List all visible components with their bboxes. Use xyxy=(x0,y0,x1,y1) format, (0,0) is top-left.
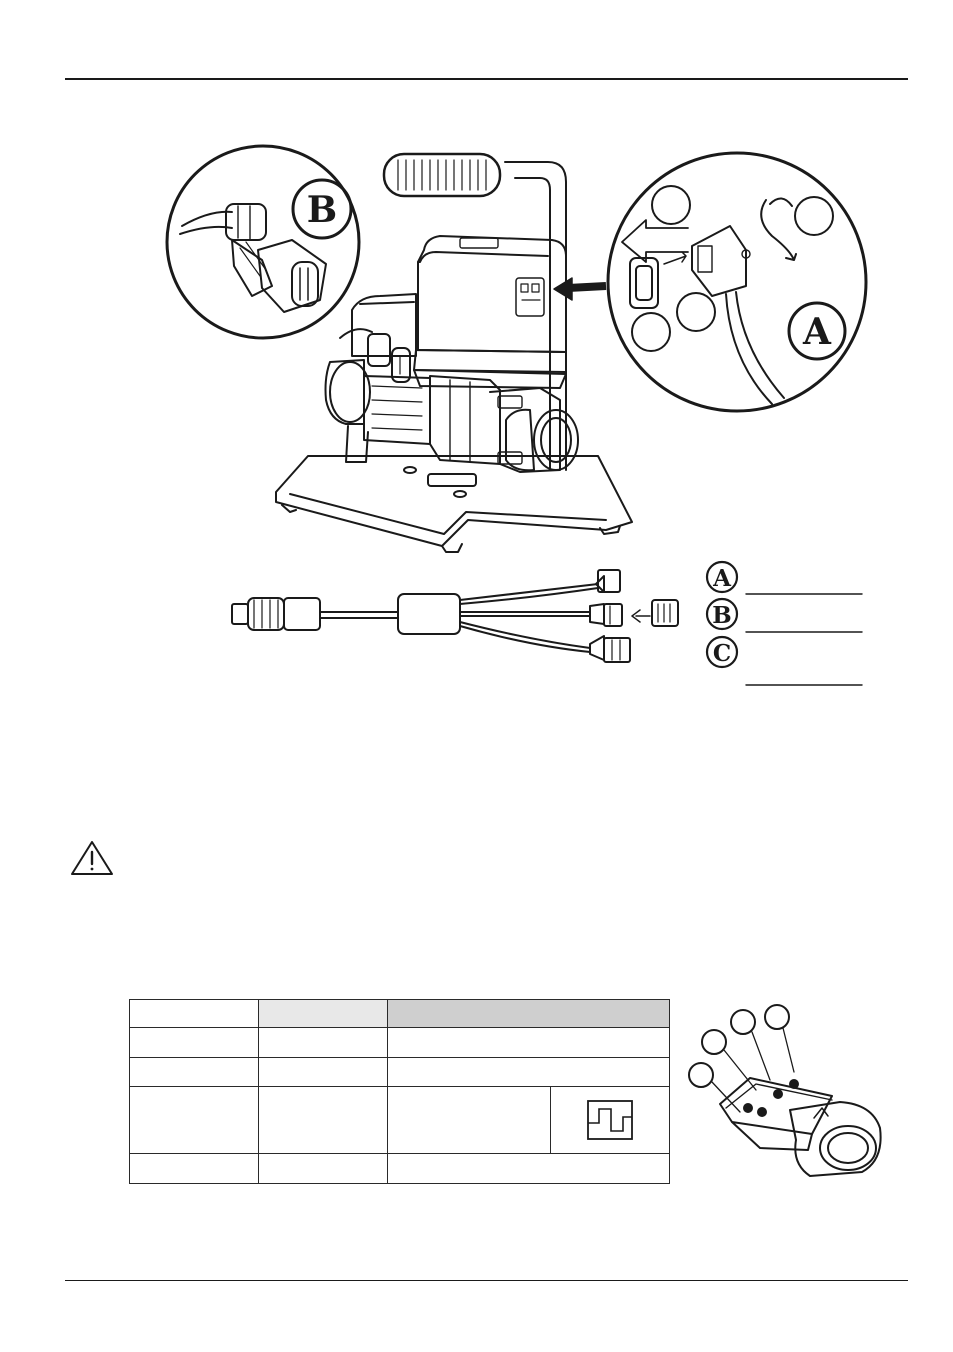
detail-b: B xyxy=(165,144,361,340)
pointer-arrowhead xyxy=(553,277,573,301)
table-row-4-cell-2 xyxy=(259,1154,388,1184)
legend-a-badge xyxy=(705,560,739,594)
pointer-arrow xyxy=(567,282,607,292)
pin-callout-3 xyxy=(730,1009,756,1035)
table-row-4-cell-1 xyxy=(129,1154,259,1184)
data-table xyxy=(129,999,670,1184)
pump-illustration: B A xyxy=(165,144,868,686)
legend-a-label: A xyxy=(712,565,732,592)
table-row-2-cell-1 xyxy=(129,1058,259,1087)
legend-c-label: C xyxy=(713,640,731,667)
table-row-1-cell-1 xyxy=(129,1028,259,1058)
cable-harness xyxy=(231,569,679,663)
tank xyxy=(351,293,417,357)
callout-circle-1 xyxy=(651,185,691,225)
callout-circle-3 xyxy=(676,292,716,332)
table-row-3-cell-4 xyxy=(551,1087,670,1154)
callout-circle-4 xyxy=(631,312,671,352)
legend: A B C xyxy=(705,560,863,686)
table-row-1-cell-3 xyxy=(388,1028,670,1058)
table-header-cell-1 xyxy=(129,999,259,1028)
handle-frame xyxy=(382,152,567,471)
detail-a: A xyxy=(606,151,868,413)
motor-housing xyxy=(413,235,567,389)
table-header-cell-3 xyxy=(388,999,670,1028)
detail-b-label: B xyxy=(307,189,337,231)
table-row-3-cell-2 xyxy=(259,1087,388,1154)
legend-b-label: B xyxy=(712,602,731,629)
table-row-2-cell-2 xyxy=(259,1058,388,1087)
table-row-2-cell-3 xyxy=(388,1058,670,1087)
table-row-3-cell-3 xyxy=(388,1087,551,1154)
table-row-1-cell-2 xyxy=(259,1028,388,1058)
square-wave-icon xyxy=(587,1100,633,1140)
pump-connector xyxy=(339,328,411,383)
legend-c-badge xyxy=(705,635,739,669)
table-border xyxy=(129,999,670,1184)
table-header-cell-2 xyxy=(259,999,388,1028)
table-row-3-cell-1 xyxy=(129,1087,259,1154)
callout-circle-2 xyxy=(794,196,834,236)
pin-callout-4 xyxy=(764,1004,790,1030)
pin-callout-2 xyxy=(701,1029,727,1055)
footer-rule xyxy=(65,1280,908,1281)
detail-a-label: A xyxy=(802,311,832,353)
base-plate xyxy=(275,455,633,553)
pin-callout-1 xyxy=(688,1062,714,1088)
pump-body xyxy=(324,359,579,473)
legend-b-badge xyxy=(705,597,739,631)
header-rule xyxy=(65,78,908,80)
